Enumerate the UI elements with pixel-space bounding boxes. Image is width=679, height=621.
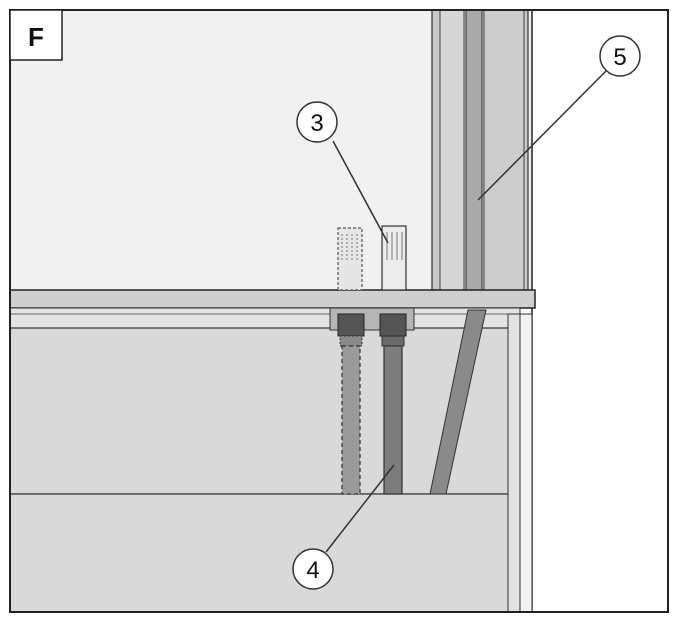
callout-4: 4 xyxy=(292,548,334,590)
leader-line-4 xyxy=(325,464,395,553)
leader-line-5 xyxy=(477,70,607,201)
diagram-frame xyxy=(9,9,669,613)
panel-label-box: F xyxy=(9,9,63,61)
filter-cartridge-right xyxy=(381,225,407,291)
callout-3-label: 3 xyxy=(310,110,323,137)
hose-left-dashed xyxy=(341,345,361,495)
cabinet-body xyxy=(9,313,533,613)
valve-fittings xyxy=(329,307,415,347)
vertical-post xyxy=(431,9,529,291)
hose-right xyxy=(383,345,403,495)
side-panel xyxy=(531,9,669,613)
leader-line-3 xyxy=(332,140,389,244)
callout-3: 3 xyxy=(296,101,338,143)
countertop xyxy=(9,289,536,329)
callout-5-label: 5 xyxy=(613,44,626,71)
panel-label: F xyxy=(28,22,44,52)
diagonal-strut xyxy=(429,309,487,495)
callout-5: 5 xyxy=(599,35,641,77)
filter-cartridge-left xyxy=(337,227,363,291)
callout-4-label: 4 xyxy=(306,557,319,584)
